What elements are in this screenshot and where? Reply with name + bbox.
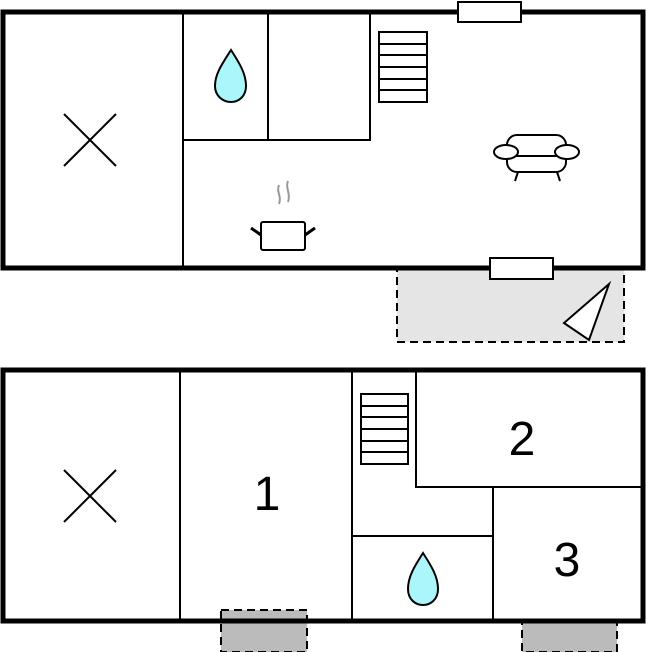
room-label-2: 2 — [509, 413, 536, 466]
ground-floor — [0, 1, 646, 343]
upper-floor: 1 2 3 — [0, 367, 646, 652]
water-drop-icon — [213, 48, 248, 104]
sofa-icon — [493, 134, 580, 182]
water-drop-icon — [406, 551, 440, 607]
balcony — [521, 621, 618, 652]
stairs-icon — [360, 393, 409, 465]
compass-triangle-icon — [562, 280, 612, 342]
stairs-icon — [378, 31, 428, 103]
outer-wall — [0, 367, 646, 624]
bed-cross-icon — [63, 469, 117, 523]
cooking-pot-icon — [250, 180, 316, 251]
balcony — [220, 609, 308, 652]
room-label-3: 3 — [554, 534, 581, 587]
bed-cross-icon — [63, 113, 117, 167]
outer-wall — [0, 9, 646, 271]
wall — [415, 370, 643, 488]
room-label-1: 1 — [254, 468, 281, 521]
window-icon — [457, 1, 522, 23]
window-icon — [489, 257, 554, 280]
wall — [183, 12, 371, 141]
